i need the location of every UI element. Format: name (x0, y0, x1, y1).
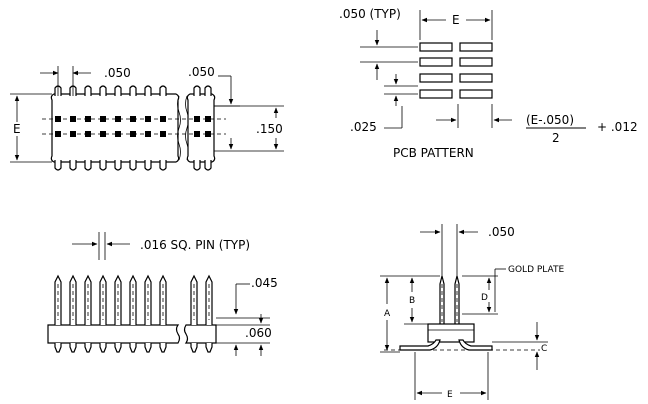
top-left-pin-top-4 (99, 85, 107, 96)
dim-b-label: B (409, 296, 415, 306)
break-mark-left (177, 95, 181, 161)
dim-d-label: D (481, 293, 488, 303)
top-left-pin-top-7 (144, 85, 152, 96)
pcb-pad-r4-c2 (459, 89, 493, 99)
top-left-pin-bottom-4 (99, 160, 107, 171)
front-pin-lower-4 (99, 343, 107, 353)
pin-size-label: .016 SQ. PIN (TYP) (140, 238, 250, 252)
top-right-pin-top-1 (193, 85, 201, 96)
front-pin-lower-3 (84, 343, 92, 353)
top-left-pin-top-6 (129, 85, 137, 96)
side-view: .050 GOLD PLATE D A B (380, 224, 564, 400)
front-pin-lower-9 (190, 343, 198, 353)
front-view: .016 SQ. PIN (TYP) .045 .060 (47, 232, 278, 356)
front-pin-lower-8 (159, 343, 167, 353)
top-left-pin-bottom-2 (69, 160, 77, 171)
dim-045-label: .045 (251, 276, 278, 290)
pcb-e-label: E (452, 13, 460, 27)
top-view-body-left (50, 85, 180, 171)
dim-e-label: E (447, 390, 453, 400)
pcb-pad-width-label: .025 (350, 120, 377, 134)
front-pin-lower-5 (114, 343, 122, 353)
top-view-body-right (186, 85, 216, 171)
pitch-label: .050 (104, 66, 131, 80)
pcb-pitch-typ-label: .050 (TYP) (339, 7, 401, 21)
top-left-pin-bottom-8 (159, 160, 167, 171)
pcb-pad-r2-c1 (419, 57, 453, 67)
pcb-pattern-title: PCB PATTERN (393, 146, 474, 160)
top-left-pin-top-5 (114, 85, 122, 96)
pitch-label-right: .050 (188, 65, 215, 79)
pcb-pad-r4-c1 (419, 89, 453, 99)
pcb-pad-r3-c1 (419, 73, 453, 83)
front-pin-lower-1 (54, 343, 62, 353)
front-pin-lower-6 (129, 343, 137, 353)
dim-c-label: C (541, 344, 547, 354)
top-view: .050 .050 E .150 (10, 65, 284, 171)
top-left-pin-bottom-5 (114, 160, 122, 171)
pcb-formula-suffix: + .012 (597, 120, 638, 134)
gold-plate-label: GOLD PLATE (508, 265, 564, 275)
front-pin-lower-7 (144, 343, 152, 353)
pcb-pad-r1-c2 (459, 42, 493, 52)
e-height-label: E (13, 122, 21, 136)
pcb-pads (419, 42, 493, 99)
top-left-pin-bottom-7 (144, 160, 152, 171)
top-right-pin-bottom-2 (204, 160, 212, 171)
top-left-pin-bottom-1 (54, 160, 62, 171)
pcb-pad-r2-c2 (459, 57, 493, 67)
dim-060-label: .060 (245, 326, 272, 340)
front-housing-right (183, 324, 217, 344)
dim-a-label: A (384, 309, 391, 319)
side-leg-right (458, 339, 493, 351)
top-left-pin-bottom-6 (129, 160, 137, 171)
front-housing-left (47, 324, 181, 344)
pcb-pad-r3-c2 (459, 73, 493, 83)
pcb-pattern: .050 (TYP) E .025 (E-.050) 2 + .012 PCB … (339, 7, 638, 160)
pcb-formula-numerator: (E-.050) (526, 113, 574, 127)
front-pin-lower-2 (69, 343, 77, 353)
top-right-pin-top-2 (204, 85, 212, 96)
side-leg-left (399, 339, 441, 351)
row-spacing-label: .150 (256, 122, 283, 136)
top-right-pin-bottom-1 (193, 160, 201, 171)
side-pin-spacing-label: .050 (488, 225, 515, 239)
front-pin-lower-10 (205, 343, 213, 353)
side-housing (427, 323, 475, 343)
top-left-pin-top-3 (84, 85, 92, 96)
top-left-pin-bottom-3 (84, 160, 92, 171)
pcb-pad-r1-c1 (419, 42, 453, 52)
pcb-formula-denominator: 2 (552, 131, 560, 145)
top-left-pin-top-8 (159, 85, 167, 96)
